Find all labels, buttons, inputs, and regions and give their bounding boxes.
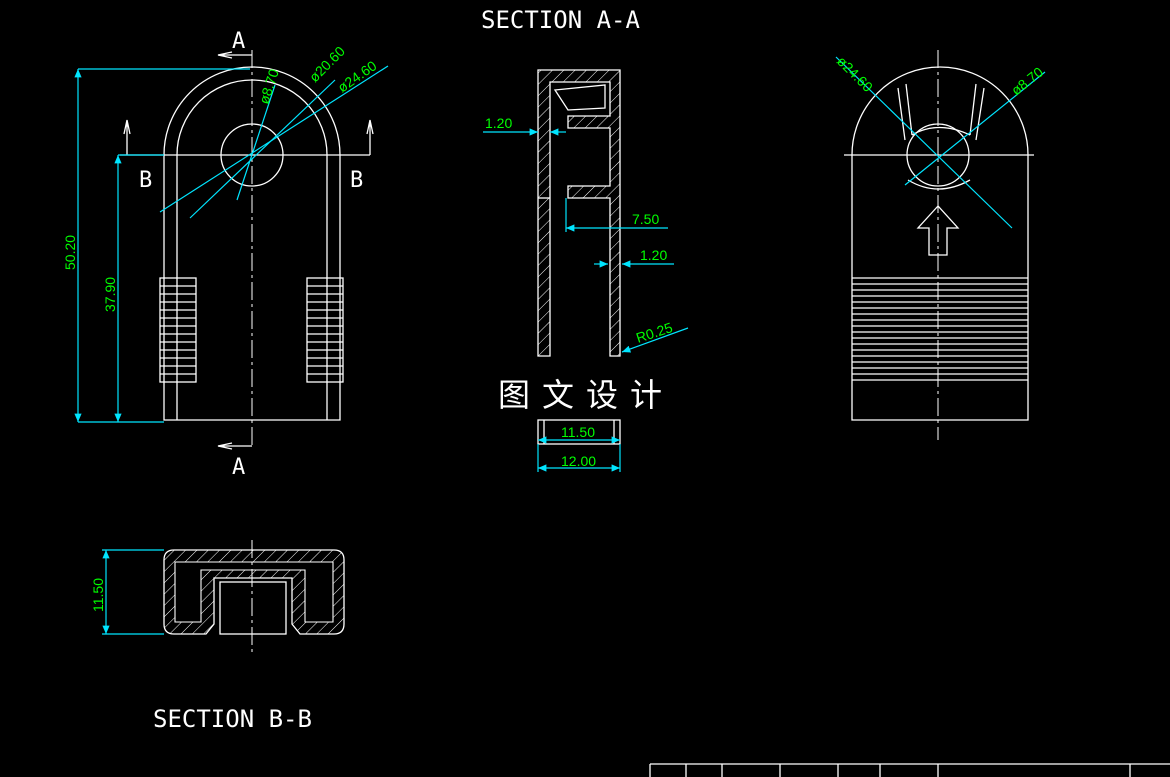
front-view: A A B B 50.20 37.90 ø8.70 ø20.60 ø24.60 bbox=[62, 29, 389, 480]
dim-aa-wall-top: 1.20 bbox=[485, 115, 512, 131]
back-view: ø24.60 ø8.70 bbox=[834, 50, 1046, 440]
section-bb-title: SECTION B-B bbox=[153, 705, 312, 733]
left-grip-ribs bbox=[159, 277, 197, 383]
dim-aa-width-outer: 12.00 bbox=[561, 453, 596, 469]
dim-bb-height: 11.50 bbox=[90, 578, 106, 612]
dim-back-dia-hole: ø8.70 bbox=[1008, 64, 1046, 99]
cut-label-b-left: B bbox=[139, 168, 152, 193]
dim-aa-radius: R0.25 bbox=[634, 319, 675, 346]
section-aa-title: SECTION A-A bbox=[481, 6, 640, 34]
cut-label-a-bottom: A bbox=[232, 455, 245, 480]
dim-back-dia-outer: ø24.60 bbox=[834, 53, 876, 95]
dim-aa-width-inner: 11.50 bbox=[561, 424, 595, 440]
dim-aa-wall-side: 1.20 bbox=[640, 247, 667, 263]
dim-aa-depth: 7.50 bbox=[632, 211, 659, 227]
cut-label-a-top: A bbox=[232, 29, 245, 54]
cut-label-b-right: B bbox=[350, 168, 363, 193]
section-bb-view: 11.50 bbox=[90, 540, 345, 652]
watermark-text: 图文设计 bbox=[498, 376, 675, 414]
dim-front-height-lower: 37.90 bbox=[102, 277, 118, 312]
dim-front-height-total: 50.20 bbox=[62, 235, 78, 270]
dim-front-dia-hole: ø8.70 bbox=[256, 67, 282, 106]
right-grip-ribs bbox=[306, 277, 344, 383]
title-block bbox=[649, 763, 1170, 777]
